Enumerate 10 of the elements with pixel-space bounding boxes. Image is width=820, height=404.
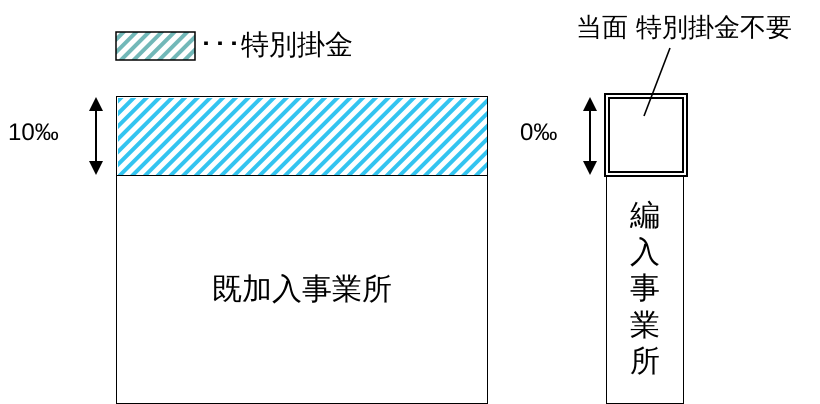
process-box [606, 176, 684, 404]
leader-line [643, 48, 671, 116]
hatched-band [116, 96, 488, 176]
box-label: 編入事業所 [630, 198, 660, 381]
dimension-label: 10‰ [8, 119, 59, 147]
double-outline-box [604, 93, 688, 177]
note-text: 当面 特別掛金不要 [576, 12, 792, 44]
legend-label: ･･･特別掛金 [199, 27, 353, 63]
dimension-label: 0‰ [520, 119, 558, 147]
box-label: 既加入事業所 [212, 271, 392, 309]
